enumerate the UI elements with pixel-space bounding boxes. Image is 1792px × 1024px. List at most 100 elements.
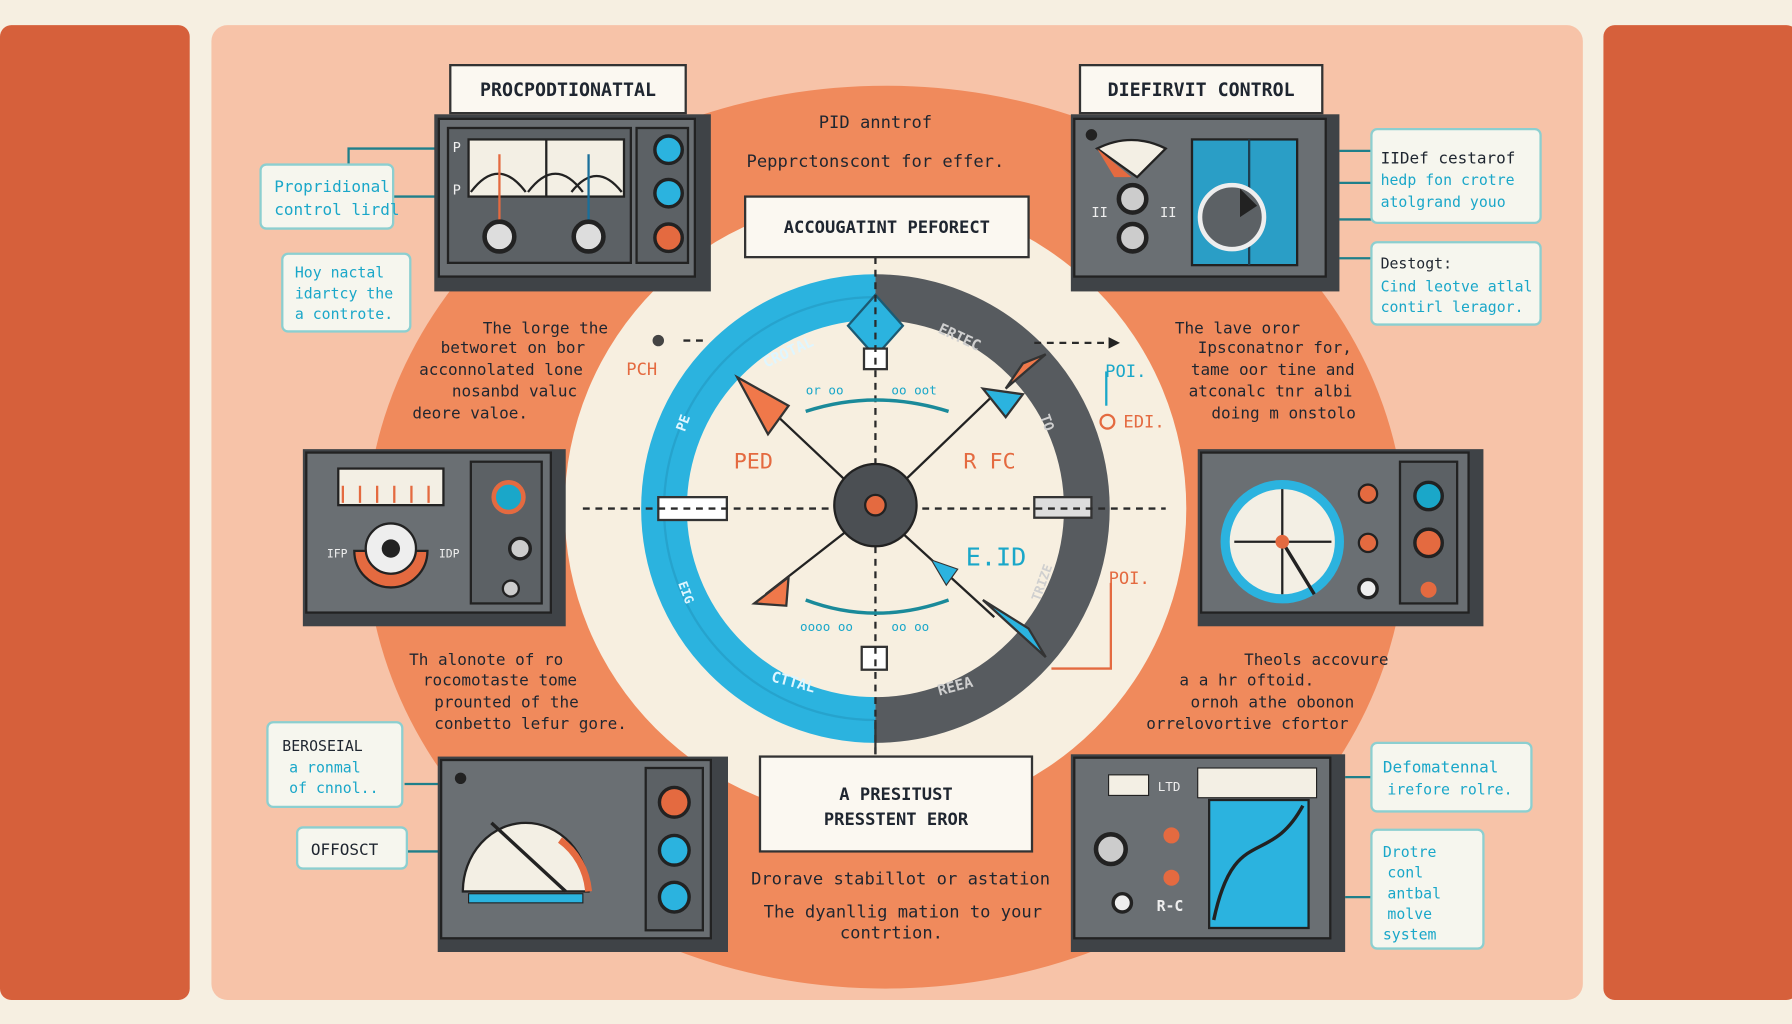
callout-derivative-note: IIDef cestarof hedp fon crotre atolgrand… [1370, 128, 1542, 224]
callout-deriv-line-1: IIDef cestarof [1381, 148, 1516, 167]
paragraph-upper-left: The lorge the betworet on bor acconnolat… [412, 319, 608, 423]
ur-line-4: atconalc tnr albi [1189, 382, 1353, 401]
label-oo-br: oo oo [891, 619, 929, 634]
center-bottom-box [758, 755, 1034, 853]
ll-line-4: conbetto lefur gore. [434, 714, 627, 733]
ring-label-left: PE [673, 413, 694, 434]
radar-device [1197, 449, 1484, 627]
lower-arc [805, 598, 950, 615]
right-arrow-head [1108, 337, 1120, 349]
integral-device: IFP IDP [302, 449, 566, 627]
indicator-3-icon [1357, 577, 1379, 600]
callout-restore-line-1: Destogt: [1381, 255, 1453, 273]
left-clamp [657, 496, 728, 522]
callout-deformational: Defomatennal irefore rolre. [1370, 741, 1533, 813]
label-oo-tl: or oo [806, 382, 844, 397]
derivative-title: DIEFIRVIT CONTROL [1108, 80, 1295, 101]
callout-deform-line-2: irefore rolre. [1387, 780, 1512, 798]
label-edi: EDI. [1123, 412, 1164, 432]
center-bottom-title-1: A PRESITUST [839, 785, 952, 805]
knob-right-icon [571, 219, 606, 254]
paragraph-upper-right: The lave oror Ipsconatnor for, tame oor … [1175, 319, 1356, 423]
paragraph-lower-right: Theols accovure a a hr oftoid. ornoh ath… [1146, 650, 1388, 733]
proportional-title-box [449, 64, 687, 115]
lr-line-4: orrelovortive cfortor [1146, 714, 1349, 733]
callout-deform-line-1: Defomatennal [1383, 758, 1499, 777]
button-small-orange-icon [1420, 581, 1437, 598]
button-blue-icon [1413, 480, 1444, 512]
label-rfc: R FC [963, 450, 1015, 475]
dial-icon [1197, 182, 1267, 252]
callout-drotre-line-5: system [1383, 925, 1437, 943]
paragraph-lower-left: Th alonote of ro rocomotaste tome prount… [409, 650, 627, 733]
callout-proportional-label: Propridional control lirdl [259, 163, 400, 230]
arrow-orange-bl [751, 574, 790, 607]
gauge-device [437, 756, 728, 952]
callout-deriv-line-3: atolgrand youo [1381, 193, 1506, 211]
lr-line-2: a a hr oftoid. [1179, 671, 1314, 690]
callout-restore-line-3: contirl leragor. [1381, 298, 1524, 316]
arrow-blue-br [982, 599, 1047, 658]
button-cyan-1-icon [653, 134, 684, 166]
label-oo-bl: oooo oo [800, 619, 853, 634]
rotary-knob-icon [1093, 832, 1128, 867]
callout-berosial-line-2: a ronmal [289, 759, 361, 777]
device-label-ifp: IFP [327, 547, 348, 561]
bottom-line-1: Drorave stabillot or astation [751, 870, 1050, 890]
left-side-bar [0, 25, 190, 1000]
callout-drotre-line-3: antbal [1387, 884, 1441, 902]
lr-line-3: ornoh athe obonon [1191, 692, 1355, 711]
ul-line-2: betworet on bor [441, 338, 586, 357]
callout-deriv-line-2: hedp fon crotre [1381, 171, 1515, 189]
label-eid: E.ID [966, 543, 1027, 572]
led-1-icon [1163, 827, 1180, 844]
callout-how-line-1: Hoy nactal [295, 264, 384, 282]
device-label-ltd: LTD [1158, 779, 1181, 794]
proportional-title: PROCPODTIONATTAL [480, 80, 656, 101]
button-orange-icon [653, 222, 684, 254]
callout-drotre-line-4: molve [1387, 905, 1432, 923]
arrow-orange-tl [734, 374, 791, 437]
device-label-ii1: II [1091, 205, 1108, 221]
label-poi-low: POI. [1109, 569, 1150, 589]
ul-line-1: The lorge the [483, 319, 608, 338]
label-poi-top: POI. [1105, 362, 1146, 382]
proportional-device: P P [434, 114, 711, 292]
poi-connector [1051, 582, 1112, 670]
callout-drotre-line-1: Drotre [1383, 843, 1437, 861]
knob-left-icon [482, 219, 517, 254]
ur-line-3: tame oor tine and [1191, 360, 1355, 379]
device-label-p1: P [453, 140, 461, 156]
ll-line-2: rocomotaste tome [423, 671, 577, 690]
small-knob-icon [501, 579, 520, 598]
ul-line-4: nosanbd valuc [452, 382, 577, 401]
ur-line-1: The lave oror [1175, 319, 1301, 338]
device-label-ii2: II [1160, 205, 1177, 221]
callout-offset-label: OFFOSCT [311, 840, 379, 859]
right-side-bar [1603, 25, 1792, 1000]
indicator-1-icon [1357, 483, 1379, 504]
header-line-1: PID anntrof [819, 113, 932, 133]
center-top-box [744, 195, 1030, 259]
button-cyan-icon [657, 833, 691, 867]
device-label-p2: P [453, 182, 461, 198]
ul-line-5: deore valoe. [412, 403, 528, 422]
scope-device: LTD R-C [1070, 754, 1346, 952]
ur-line-5: doing m onstolo [1211, 403, 1356, 422]
ll-line-1: Th alonote of ro [409, 650, 563, 669]
toggle-icon [508, 536, 532, 561]
indicator-2-icon [1357, 532, 1379, 554]
edi-target-icon [1099, 413, 1116, 430]
ring-label-right: TO [1036, 412, 1057, 433]
header-line-2: Pepprctonscont for effer. [747, 152, 1005, 172]
bottom-paragraph: Drorave stabillot or astation The dyanll… [751, 870, 1050, 944]
arrow-blue-center [930, 558, 959, 587]
upper-arc [805, 398, 950, 414]
ur-line-2: Ipsconatnor for, [1198, 338, 1352, 357]
device-label-rc: R-C [1157, 897, 1184, 915]
label-oo-tr: oo oot [891, 382, 936, 397]
callout-drotre-line-2: conl [1387, 864, 1423, 882]
derivative-title-box [1078, 64, 1324, 115]
center-bottom-title-2: PRESSTENT EROR [824, 810, 969, 830]
